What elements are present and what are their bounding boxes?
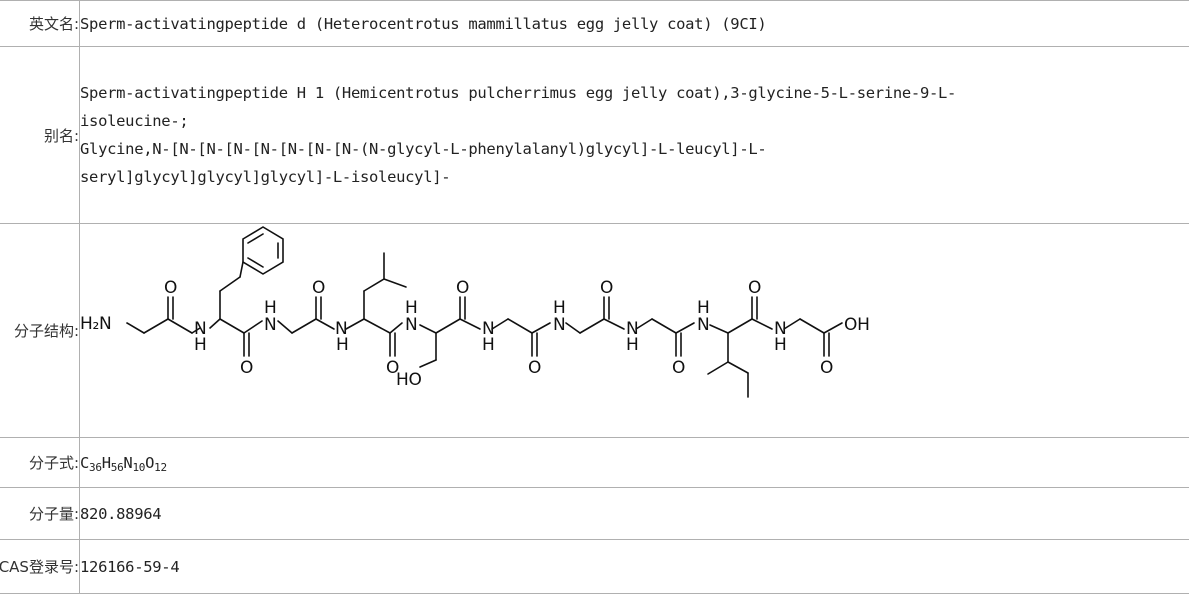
hydrogen-label: H bbox=[626, 335, 638, 355]
oxygen-label: O bbox=[820, 358, 833, 378]
hydroxyl-label: OH bbox=[844, 315, 870, 335]
cas-value: 126166-59-4 bbox=[80, 540, 1189, 594]
row-cas-number: CAS登录号: 126166-59-4 bbox=[0, 540, 1189, 594]
oxygen-label: O bbox=[240, 358, 253, 378]
alias-value: Sperm-activatingpeptide H 1 (Hemicentrot… bbox=[80, 47, 1189, 224]
hydrogen-label: H bbox=[336, 335, 348, 355]
row-alias: 别名: Sperm-activatingpeptide H 1 (Hemicen… bbox=[0, 47, 1189, 224]
oxygen-label: O bbox=[748, 278, 761, 298]
hydrogen-label: H bbox=[482, 335, 494, 355]
hydrogen-label: H bbox=[553, 298, 565, 318]
hydrogen-label: H bbox=[405, 298, 417, 318]
english-name-value: Sperm-activatingpeptide d (Heterocentrot… bbox=[80, 1, 1189, 47]
oxygen-label: O bbox=[672, 358, 685, 378]
structure-cell: H₂N O N H O N H O N H O N H HO O N H bbox=[80, 224, 1189, 438]
formula-count: 10 bbox=[132, 461, 145, 474]
amine-label: H₂N bbox=[80, 314, 111, 334]
oxygen-label: O bbox=[528, 358, 541, 378]
weight-value: 820.88964 bbox=[80, 488, 1189, 540]
english-name-label: 英文名: bbox=[0, 1, 80, 47]
formula-value: C36H56N10O12 bbox=[80, 438, 1189, 488]
formula-element: C bbox=[80, 454, 89, 472]
alias-label: 别名: bbox=[0, 47, 80, 224]
atom-labels: H₂N O N H O N H O N H O N H HO O N H bbox=[80, 278, 870, 390]
structure-label: 分子结构: bbox=[0, 224, 80, 438]
formula-element: H bbox=[102, 454, 111, 472]
alias-line: seryl]glycyl]glycyl]glycyl]-L-isoleucyl]… bbox=[80, 163, 1189, 191]
row-formula: 分子式: C36H56N10O12 bbox=[0, 438, 1189, 488]
formula-element: O bbox=[145, 454, 154, 472]
oxygen-label: O bbox=[164, 278, 177, 298]
hydrogen-label: H bbox=[194, 335, 206, 355]
nitrogen-label: N bbox=[264, 315, 276, 335]
formula-label: 分子式: bbox=[0, 438, 80, 488]
formula-count: 56 bbox=[111, 461, 124, 474]
alias-line: Sperm-activatingpeptide H 1 (Hemicentrot… bbox=[80, 79, 1189, 107]
formula-count: 12 bbox=[154, 461, 167, 474]
oxygen-label: O bbox=[456, 278, 469, 298]
row-english-name: 英文名: Sperm-activatingpeptide d (Heteroce… bbox=[0, 1, 1189, 47]
nitrogen-label: N bbox=[405, 315, 417, 335]
alias-line: isoleucine-; bbox=[80, 107, 1189, 135]
formula-count: 36 bbox=[89, 461, 102, 474]
row-molecular-weight: 分子量: 820.88964 bbox=[0, 488, 1189, 540]
oxygen-label: O bbox=[600, 278, 613, 298]
oxygen-label: O bbox=[312, 278, 325, 298]
alias-line: Glycine,N-[N-[N-[N-[N-[N-[N-[N-(N-glycyl… bbox=[80, 135, 1189, 163]
hydrogen-label: H bbox=[697, 298, 709, 318]
molecule-structure-image: H₂N O N H O N H O N H O N H HO O N H bbox=[80, 225, 900, 437]
nitrogen-label: N bbox=[697, 315, 709, 335]
weight-label: 分子量: bbox=[0, 488, 80, 540]
hydrogen-label: H bbox=[264, 298, 276, 318]
cas-label: CAS登录号: bbox=[0, 540, 80, 594]
row-structure: 分子结构: bbox=[0, 224, 1189, 438]
nitrogen-label: N bbox=[553, 315, 565, 335]
hydrogen-label: H bbox=[774, 335, 786, 355]
hydroxyl-label: HO bbox=[396, 370, 422, 390]
